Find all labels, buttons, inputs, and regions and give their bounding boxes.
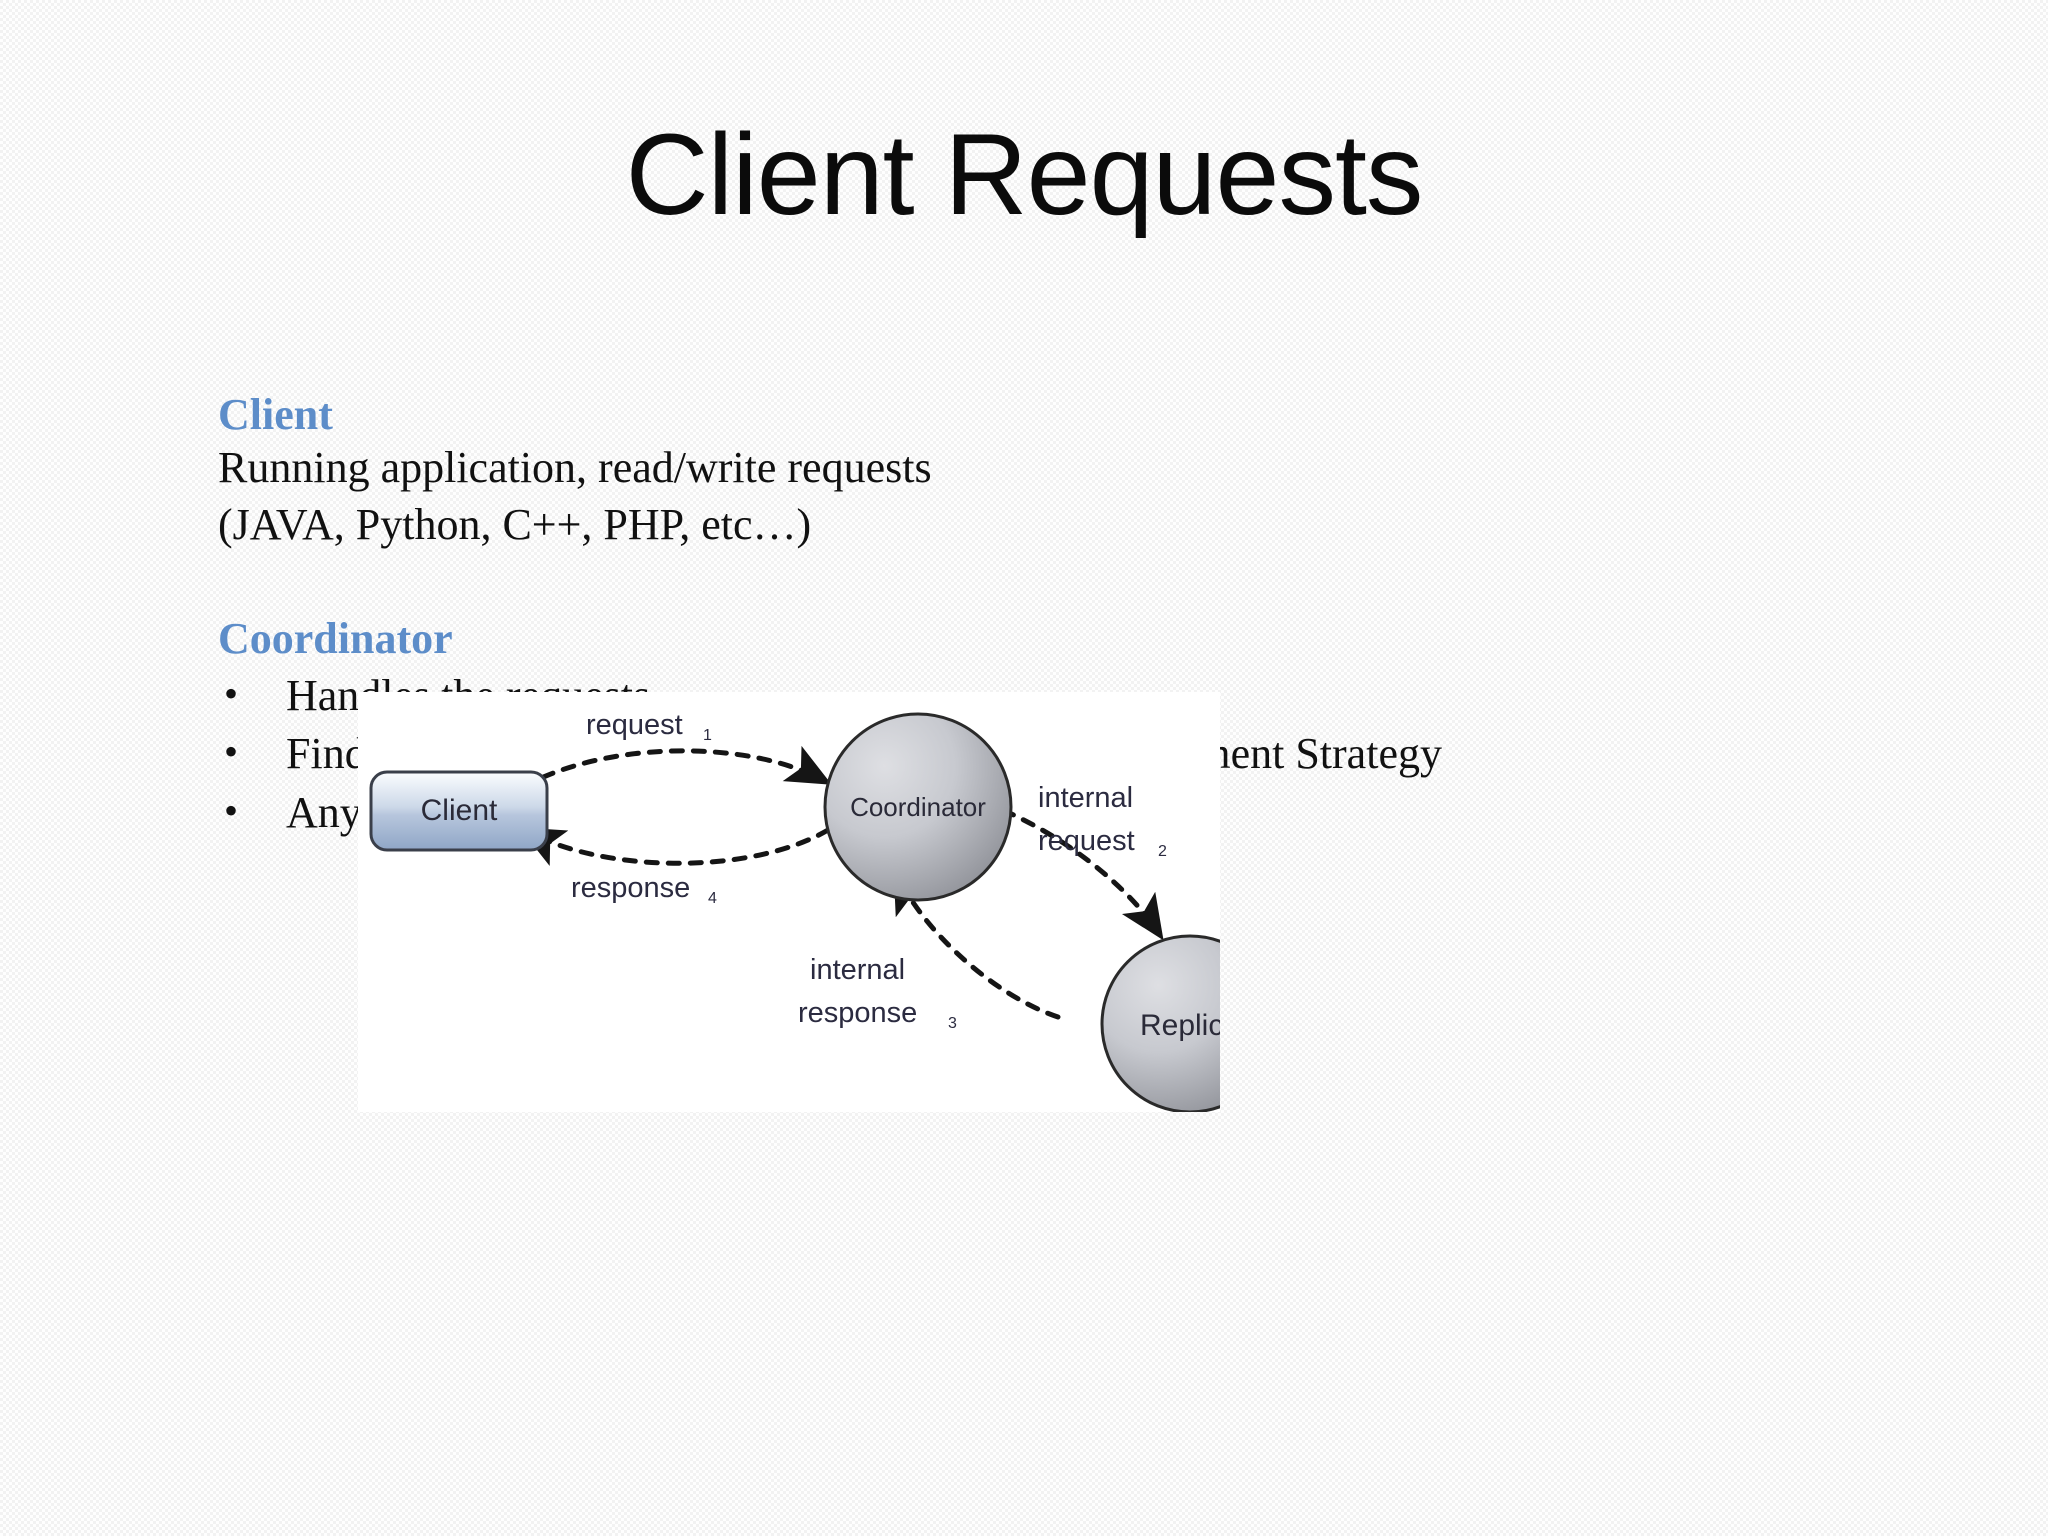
replica-circle-shape [1100, 934, 1220, 1112]
page-title: Client Requests [625, 111, 1424, 239]
edge-label-internal-request-line2: request [1038, 825, 1135, 857]
node-client: Client [369, 770, 549, 852]
edge-label-internal-response-line2: response [798, 997, 917, 1029]
section-heading-client: Client [218, 390, 333, 439]
replica-node-label: Replica [1140, 1009, 1220, 1042]
node-replica: Replica [1100, 934, 1220, 1112]
coordinator-circle-shape [823, 712, 1013, 902]
node-coordinator: Coordinator [823, 712, 1013, 902]
client-box-shape [369, 770, 549, 852]
client-node-label: Client [421, 794, 498, 827]
request-flow-diagram: Client Coordinator Replica request 1 res… [358, 692, 1220, 1112]
edge-label-internal-response-index: 3 [948, 1015, 957, 1032]
bullet-dot-icon: • [224, 670, 239, 716]
coordinator-node-label: Coordinator [850, 792, 986, 822]
diagram-svg: Client Coordinator Replica request 1 res… [358, 692, 1220, 1112]
section-spacer [218, 554, 1718, 614]
edge-label-response-index: 4 [708, 890, 717, 907]
client-line-2: (JAVA, Python, C++, PHP, etc…) [218, 500, 812, 550]
edge-internal-response-3 [893, 868, 1061, 1020]
edge-label-internal-response-line1: internal [810, 954, 905, 986]
bullet-dot-icon: • [224, 787, 239, 833]
bullet-dot-icon: • [224, 729, 239, 775]
edge-label-request: request [586, 709, 683, 741]
edge-label-response: response [571, 872, 690, 904]
section-heading-coordinator: Coordinator [218, 613, 453, 663]
edge-label-request-index: 1 [703, 727, 712, 744]
section-client: Client Running application, read/write r… [218, 390, 1718, 554]
edge-response-4 [519, 827, 831, 866]
edge-label-internal-request-index: 2 [1158, 843, 1167, 860]
edge-request-1 [520, 745, 832, 790]
diagram-background [358, 692, 1220, 1112]
client-line-1: Running application, read/write requests [218, 443, 932, 493]
edge-label-internal-request-line1: internal [1038, 782, 1133, 814]
